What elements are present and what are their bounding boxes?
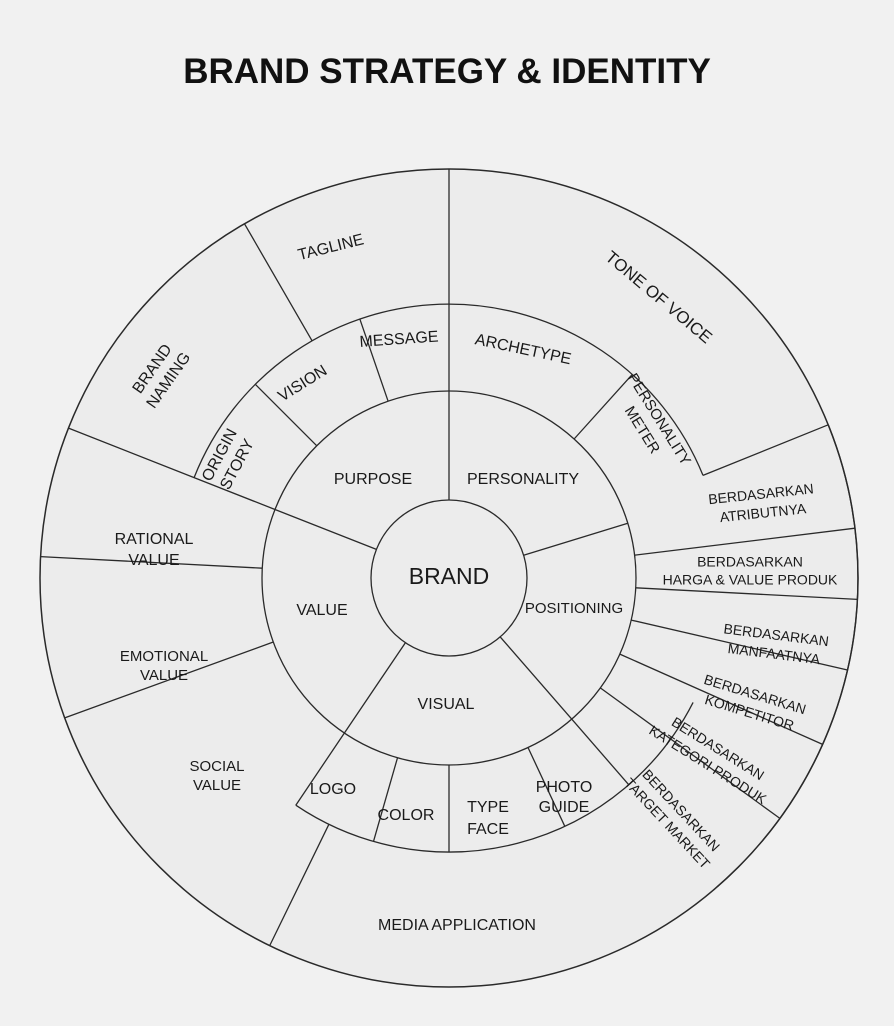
divider-positioning-visual-middle <box>571 718 630 786</box>
core-label-value: VALUE <box>296 602 347 619</box>
page-title: BRAND STRATEGY & IDENTITY <box>183 52 711 91</box>
core-label-visual: VISUAL <box>418 696 475 713</box>
outer-label-emotional: EMOTIONAL <box>120 648 208 665</box>
outer-label-media-application: MEDIA APPLICATION <box>378 917 536 934</box>
divider-social-media <box>269 824 330 946</box>
middle-label-message: MESSAGE <box>359 328 439 350</box>
divider-kompetitor-kategori <box>619 653 823 745</box>
divider-vision-origin <box>254 383 318 447</box>
divider-emotional-social <box>64 641 274 719</box>
middle-label-photo: PHOTO <box>536 779 593 796</box>
divider-message-vision <box>359 318 389 402</box>
divider-value-purpose-outer <box>68 427 276 511</box>
middle-ring-arc-top <box>193 303 704 478</box>
wheel-labels: BRAND PURPOSE PERSONALITY POSITIONING VI… <box>115 231 838 934</box>
divider-atributnya-harga <box>634 527 856 556</box>
core-divider-value-purpose <box>274 508 377 551</box>
core-divider-positioning-visual <box>499 636 573 720</box>
outer-label-social: SOCIAL <box>189 758 244 775</box>
outer-label-rational: RATIONAL <box>115 531 194 548</box>
divider-tone-of-voice <box>702 424 829 477</box>
divider-color-logo <box>372 757 399 842</box>
outer-label-emotional-value: VALUE <box>140 667 188 684</box>
core-label-personality: PERSONALITY <box>467 471 579 488</box>
divider-photo-type <box>527 747 566 827</box>
core-divider-visual-value <box>343 642 406 734</box>
positioning-harga-line2: HARGA & VALUE PRODUK <box>663 572 838 588</box>
divider-kategori-target <box>599 687 781 819</box>
outer-label-rational-value: VALUE <box>128 552 179 569</box>
core-label-purpose: PURPOSE <box>334 471 412 488</box>
core-divider-personality-positioning <box>523 522 628 556</box>
center-label: BRAND <box>409 563 490 589</box>
divider-archetype-meter <box>573 373 633 440</box>
divider-manfaatnya-kompetitor <box>631 619 848 671</box>
core-label-positioning: POSITIONING <box>525 600 623 617</box>
outer-label-social-value: VALUE <box>193 777 241 794</box>
divider-rational-emotional <box>40 555 263 569</box>
middle-label-color: COLOR <box>378 807 435 824</box>
middle-ring-arc-bottom <box>295 702 694 853</box>
middle-label-logo: LOGO <box>310 781 356 798</box>
middle-label-type: TYPE <box>467 799 509 816</box>
wheel-structure <box>39 168 859 988</box>
divider-tagline-naming <box>243 223 313 342</box>
positioning-outer-edge <box>716 424 859 888</box>
divider-visual-value-middle <box>295 732 345 806</box>
divider-harga-manfaatnya <box>635 587 858 601</box>
middle-label-guide: GUIDE <box>539 799 590 816</box>
positioning-harga-line1: BERDASARKAN <box>697 554 803 570</box>
middle-label-face: FACE <box>467 821 509 838</box>
